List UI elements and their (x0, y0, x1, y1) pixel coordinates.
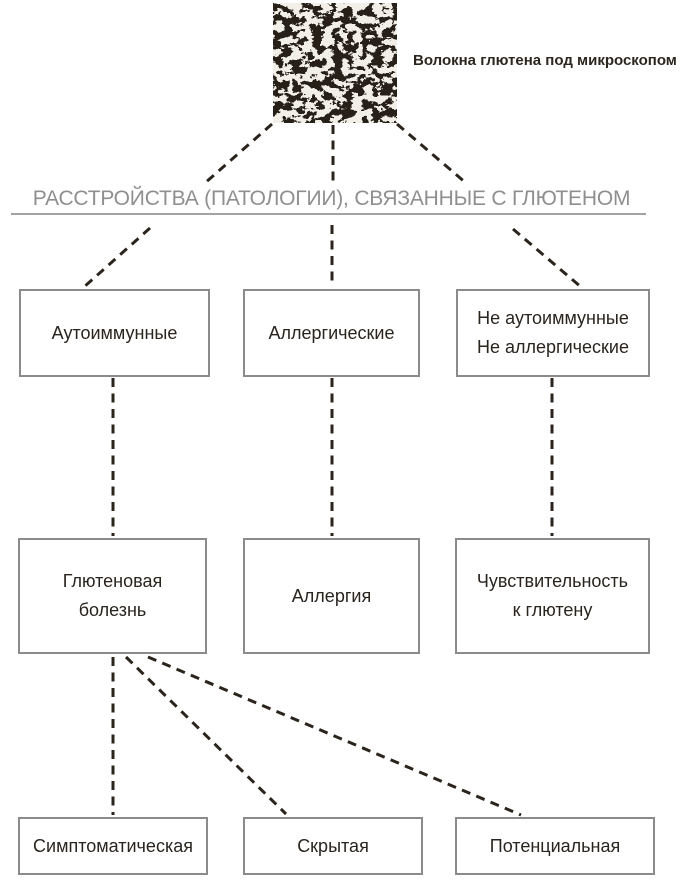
box-allergic-label: Аллергические (268, 322, 395, 343)
connector-micrograph-to-title-left (204, 122, 273, 185)
box-allergic: Аллергические (243, 289, 420, 377)
connector-micrograph-to-title-right (396, 122, 467, 185)
box-non-immune-label-line2: Не аллергические (477, 337, 629, 357)
box-celiac: Глютеновая болезнь (18, 538, 207, 654)
box-allergy: Аллергия (243, 538, 420, 654)
box-latent-label: Скрытая (297, 835, 369, 856)
box-allergy-label: Аллергия (291, 585, 372, 606)
connector-celiac-to-potential (147, 655, 522, 817)
box-non-immune: Не аутоиммунные Не аллергические (456, 289, 650, 377)
connector-celiac-to-latent (124, 655, 288, 816)
title-underline-rule (11, 213, 646, 215)
box-potential: Потенциальная (455, 817, 655, 875)
box-symptomatic-label: Симптоматическая (33, 835, 193, 856)
box-celiac-label-line1: Глютеновая (62, 571, 163, 591)
box-symptomatic: Симптоматическая (18, 817, 208, 875)
micrograph-caption: Волокна глютена под микроскопом (413, 52, 677, 69)
box-non-immune-label-line1: Не аутоиммунные (477, 308, 629, 328)
box-potential-label: Потенциальная (489, 835, 621, 856)
diagram-title: РАССТРОЙСТВА (ПАТОЛОГИИ), СВЯЗАННЫЕ С ГЛ… (32, 187, 631, 210)
box-autoimmune-label: Аутоиммунные (51, 322, 178, 343)
gluten-micrograph-image (273, 3, 397, 123)
box-sensitivity-label-line1: Чувствительность (476, 571, 629, 591)
connector-title-to-non-immune (512, 227, 582, 289)
box-celiac-label-line2: болезнь (78, 600, 147, 620)
box-sensitivity-label-line2: к глютену (512, 600, 593, 620)
box-autoimmune: Аутоиммунные (19, 289, 210, 377)
connector-title-to-autoimmune (83, 226, 151, 289)
box-latent: Скрытая (243, 817, 423, 875)
box-sensitivity: Чувствительность к глютену (455, 538, 650, 654)
